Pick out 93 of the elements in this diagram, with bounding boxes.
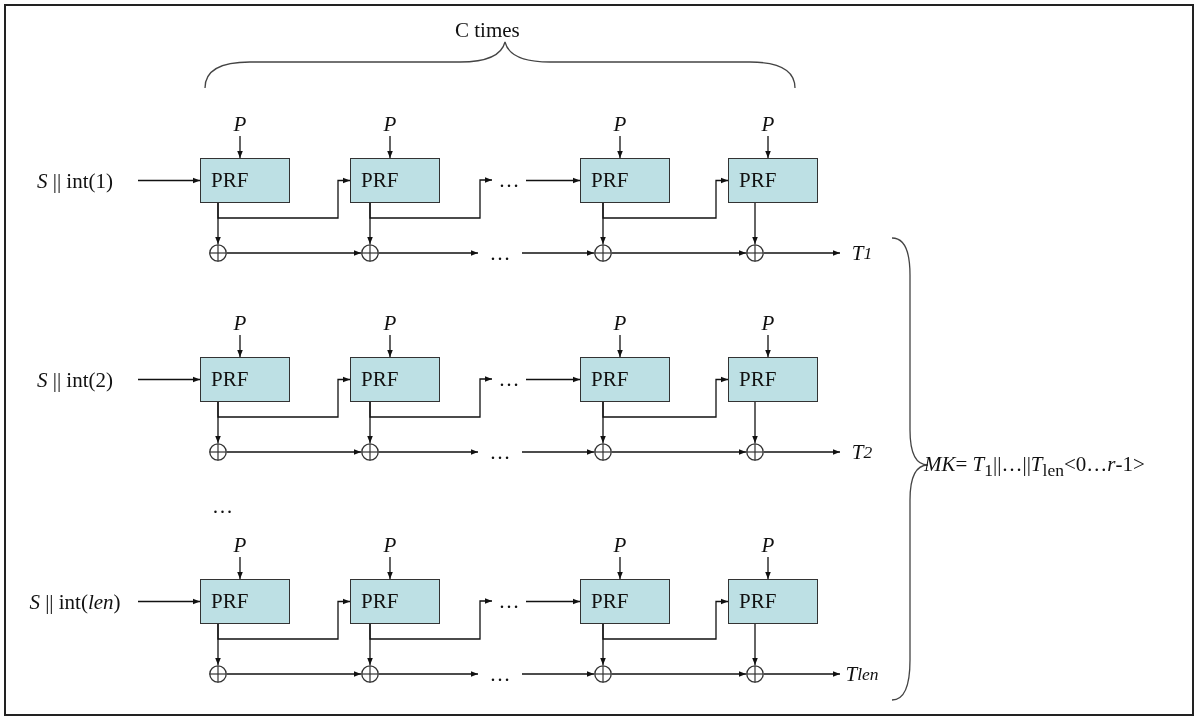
prf-box: PRF	[580, 158, 670, 203]
arrow	[602, 598, 729, 640]
arrow	[387, 135, 393, 159]
xor-symbol	[361, 244, 379, 262]
prf-box: PRF	[350, 579, 440, 624]
arrow	[763, 250, 841, 256]
ellipsis: …	[492, 168, 526, 192]
arrow	[237, 334, 243, 358]
prf-box: PRF	[580, 579, 670, 624]
variable-label: P	[759, 533, 777, 557]
variable-label: P	[231, 112, 249, 136]
xor-symbol	[361, 443, 379, 461]
arrow	[226, 449, 362, 455]
arrow	[387, 556, 393, 580]
arrow	[525, 598, 581, 605]
arrow	[521, 449, 595, 455]
arrow	[237, 556, 243, 580]
ellipsis: …	[212, 494, 233, 519]
arrow	[521, 250, 595, 256]
variable-label: P	[381, 311, 399, 335]
arrow	[752, 401, 758, 444]
arrow	[611, 671, 747, 677]
input-label: S || int(2)	[12, 366, 138, 394]
variable-label: P	[381, 112, 399, 136]
arrow	[525, 376, 581, 383]
arrow	[369, 598, 493, 640]
xor-symbol	[746, 244, 764, 262]
arrow	[137, 177, 201, 184]
variable-label: P	[759, 311, 777, 335]
arrow	[237, 135, 243, 159]
arrow	[137, 598, 201, 605]
repeat-count-label: C times	[455, 18, 520, 43]
prf-box: PRF	[200, 357, 290, 402]
prf-box: PRF	[200, 579, 290, 624]
ellipsis: …	[492, 589, 526, 613]
arrow	[137, 376, 201, 383]
arrow	[752, 623, 758, 666]
variable-label: P	[231, 311, 249, 335]
variable-label: P	[611, 311, 629, 335]
arrow	[226, 250, 362, 256]
arrow	[525, 177, 581, 184]
input-label: S || int(len)	[12, 588, 138, 616]
arrow	[611, 250, 747, 256]
arrow	[765, 334, 771, 358]
arrow	[226, 671, 362, 677]
arrow	[521, 671, 595, 677]
arrow	[217, 177, 351, 219]
prf-box: PRF	[580, 357, 670, 402]
arrow	[617, 334, 623, 358]
input-label: S || int(1)	[12, 167, 138, 195]
arrow	[378, 250, 479, 256]
variable-label: P	[611, 533, 629, 557]
ellipsis: …	[492, 367, 526, 391]
arrow	[611, 449, 747, 455]
arrow	[752, 202, 758, 245]
prf-box: PRF	[728, 357, 818, 402]
arrow	[387, 334, 393, 358]
arrow	[378, 449, 479, 455]
formula-label: MK= T$_{1}$||…||T$_{len}$<0…r-1>	[924, 452, 1145, 482]
arrow	[765, 135, 771, 159]
arrow	[602, 177, 729, 219]
xor-symbol	[594, 443, 612, 461]
arrow	[763, 449, 841, 455]
variable-label: P	[759, 112, 777, 136]
prf-box: PRF	[350, 158, 440, 203]
arrow	[617, 556, 623, 580]
prf-box: PRF	[350, 357, 440, 402]
arrow	[763, 671, 841, 677]
arrow	[602, 376, 729, 418]
xor-symbol	[209, 244, 227, 262]
arrow	[217, 598, 351, 640]
ellipsis: …	[478, 662, 522, 686]
prf-box: PRF	[200, 158, 290, 203]
ellipsis: …	[478, 241, 522, 265]
variable-label: P	[231, 533, 249, 557]
xor-symbol	[361, 665, 379, 683]
arrow	[617, 135, 623, 159]
xor-symbol	[594, 665, 612, 683]
xor-symbol	[209, 443, 227, 461]
arrow	[217, 376, 351, 418]
variable-label: P	[611, 112, 629, 136]
variable-label: P	[381, 533, 399, 557]
xor-symbol	[746, 665, 764, 683]
arrow	[369, 177, 493, 219]
arrow	[378, 671, 479, 677]
ellipsis: …	[478, 440, 522, 464]
xor-symbol	[746, 443, 764, 461]
prf-box: PRF	[728, 158, 818, 203]
arrow	[369, 376, 493, 418]
xor-symbol	[594, 244, 612, 262]
prf-box: PRF	[728, 579, 818, 624]
arrow	[765, 556, 771, 580]
xor-symbol	[209, 665, 227, 683]
